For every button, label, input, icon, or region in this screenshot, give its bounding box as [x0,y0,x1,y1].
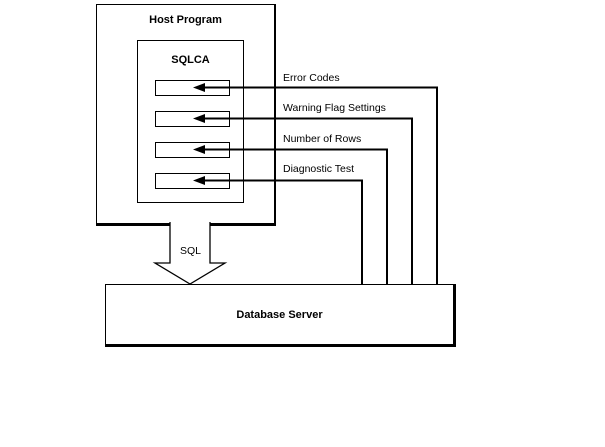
host-program-title: Host Program [149,14,222,26]
sqlca-field-box-warning-flags [155,111,230,127]
connector-label-warning-flag-settings: Warning Flag Settings [283,102,386,114]
sql-arrow-label: SQL [179,245,201,257]
database-server-label: Database Server [236,308,323,321]
connector-label-number-of-rows: Number of Rows [283,133,362,145]
sqlca-field-box-diagnostic-test [155,173,230,189]
sqlca-field-box-error-codes [155,80,230,96]
connector-label-error-codes: Error Codes [283,72,340,84]
sqlca-field-box-number-of-rows [155,142,230,158]
connector-label-diagnostic-test: Diagnostic Test [283,163,355,175]
database-server-box: Database Server [105,284,456,347]
sqlca-title: SQLCA [171,54,210,66]
